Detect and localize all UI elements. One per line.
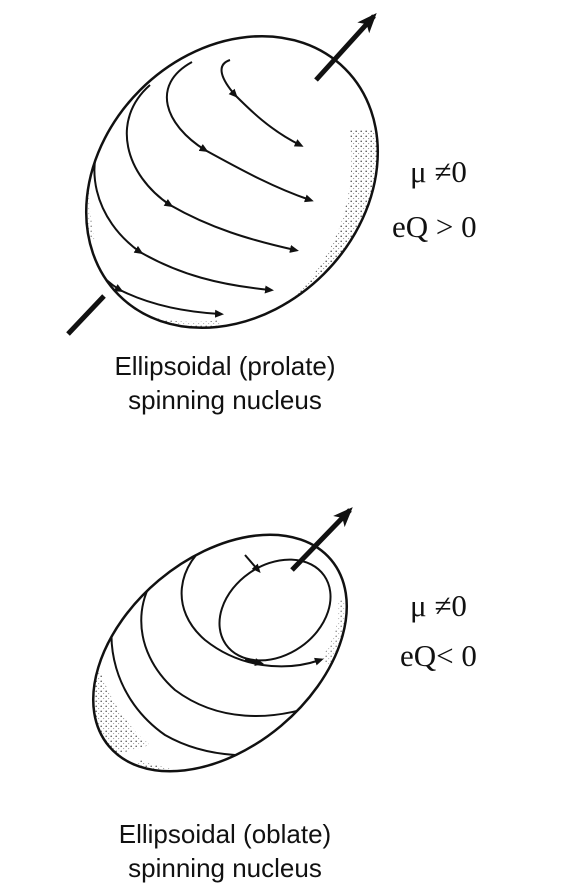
bottom-caption-line2: spinning nucleus <box>128 853 322 883</box>
spin-axis-tail <box>66 294 106 336</box>
top-eq-label: eQ > 0 <box>392 209 477 244</box>
bottom-caption-line1: Ellipsoidal (oblate) <box>118 819 332 849</box>
top-caption-line1: Ellipsoidal (prolate) <box>114 351 336 381</box>
top-mu-label: μ ≠0 <box>410 154 467 189</box>
spin-axis-arrow <box>290 507 353 572</box>
spin-axis-arrow <box>314 13 377 82</box>
bottom-mu-label: μ ≠0 <box>410 588 467 623</box>
bottom-eq-label: eQ< 0 <box>400 638 477 673</box>
prolate-nucleus <box>60 13 380 360</box>
oblate-nucleus <box>60 507 380 800</box>
top-caption-line2: spinning nucleus <box>128 385 322 415</box>
